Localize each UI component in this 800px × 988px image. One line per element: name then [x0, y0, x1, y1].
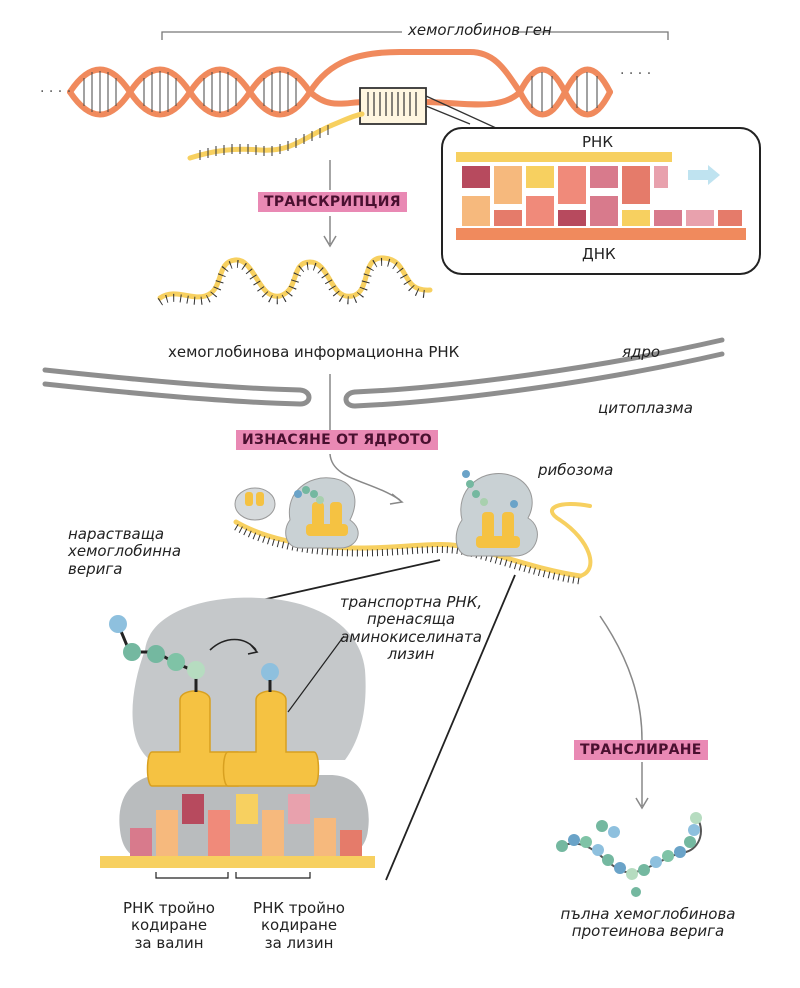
ribosome-label: рибозома [538, 461, 614, 479]
large-mrna-backbone [100, 856, 375, 868]
zoom-box [359, 87, 427, 125]
codon-lysine-line-1: РНК тройно [253, 899, 345, 917]
codon-lysine-line-2: кодиране [260, 916, 338, 935]
inset-rna-label: РНК [582, 133, 613, 151]
ribosome-right [455, 470, 538, 557]
transfer-arrow [209, 638, 259, 655]
full-chain-line-1: пълна хемоглобинова [560, 905, 736, 923]
cytoplasm-mrna-end [550, 501, 593, 578]
inset-rna-backbone [456, 152, 672, 162]
codon-bracket-valine [155, 872, 229, 879]
inset-dna-backbone [456, 228, 746, 240]
growing-chain-label: нарастваща хемоглобинна верига [68, 525, 182, 578]
full-chain-label: пълна хемоглобинова протеинова верига [548, 905, 748, 941]
codon-bracket-lysine [235, 872, 311, 879]
trna-pointer [287, 635, 345, 713]
dna-helix-left [67, 66, 313, 118]
export-badge: ИЗНАСЯНЕ ОТ ЯДРОТО [236, 430, 439, 450]
translation-badge: ТРАНСЛИРАНЕ [574, 740, 708, 760]
dna-dots-right: · · · · [620, 66, 651, 82]
mrna-label: хемоглобинова информационна РНК [168, 343, 460, 361]
arrow-translation [599, 615, 649, 810]
arrow-to-mrna [323, 216, 337, 248]
nuclear-membrane [42, 337, 725, 409]
trna-line-4: лизин [387, 644, 435, 663]
zoom-connector [425, 95, 497, 129]
codon-valine-line-3: за валин [134, 933, 204, 952]
trna-line-3: аминокиселината [340, 627, 482, 646]
codon-lysine-label: РНК тройно кодиране за лизин [244, 899, 354, 952]
ribosome-small [234, 487, 276, 521]
full-chain-line-2: протеинова верига [571, 922, 725, 941]
dna-dots-left: · · · · [40, 84, 71, 100]
growing-chain-line-3: верига [68, 559, 123, 578]
dna-helix-right [517, 66, 613, 118]
arrow-export [329, 374, 401, 501]
ribosome-large [100, 597, 375, 868]
inset-dna-label: ДНК [582, 245, 616, 263]
codon-lysine-line-3: за лизин [264, 933, 334, 952]
trna-label: транспортна РНК, пренасяща аминокиселина… [322, 593, 500, 663]
codon-valine-label: РНК тройно кодиране за валин [114, 899, 224, 952]
trna-line-2: пренасяща [366, 610, 456, 629]
cytoplasm-label: цитоплазма [598, 399, 693, 417]
zoom-line-right [385, 574, 516, 881]
zoom-line-left [261, 559, 441, 601]
trna-lysine [222, 690, 320, 787]
inset-dna-bases [462, 196, 742, 226]
codon-valine-line-1: РНК тройно [123, 899, 215, 917]
nucleus-label: ядро [622, 343, 661, 361]
growing-chain-line-2: хемоглобинна [68, 542, 182, 561]
inset-rna-bases [462, 166, 668, 204]
gene-label: хемоглобинов ген [408, 21, 552, 39]
trna-line-1: транспортна РНК, [339, 593, 483, 611]
growing-chain-line-1: нарастваща [68, 525, 165, 543]
codon-valine-line-2: кодиране [130, 916, 208, 935]
transcription-badge: ТРАНСКРИПЦИЯ [258, 192, 407, 212]
protein-beads [556, 812, 702, 897]
gene-bracket [161, 31, 669, 40]
dna-helix-left-rungs [83, 71, 297, 113]
large-codon-bases [130, 794, 362, 856]
cytoplasm-mrna [233, 519, 583, 579]
inset-direction-arrow [688, 165, 720, 185]
dna-helix-right-rungs [531, 72, 598, 112]
ribosome-middle [285, 477, 359, 549]
mrna-coil [157, 255, 433, 301]
